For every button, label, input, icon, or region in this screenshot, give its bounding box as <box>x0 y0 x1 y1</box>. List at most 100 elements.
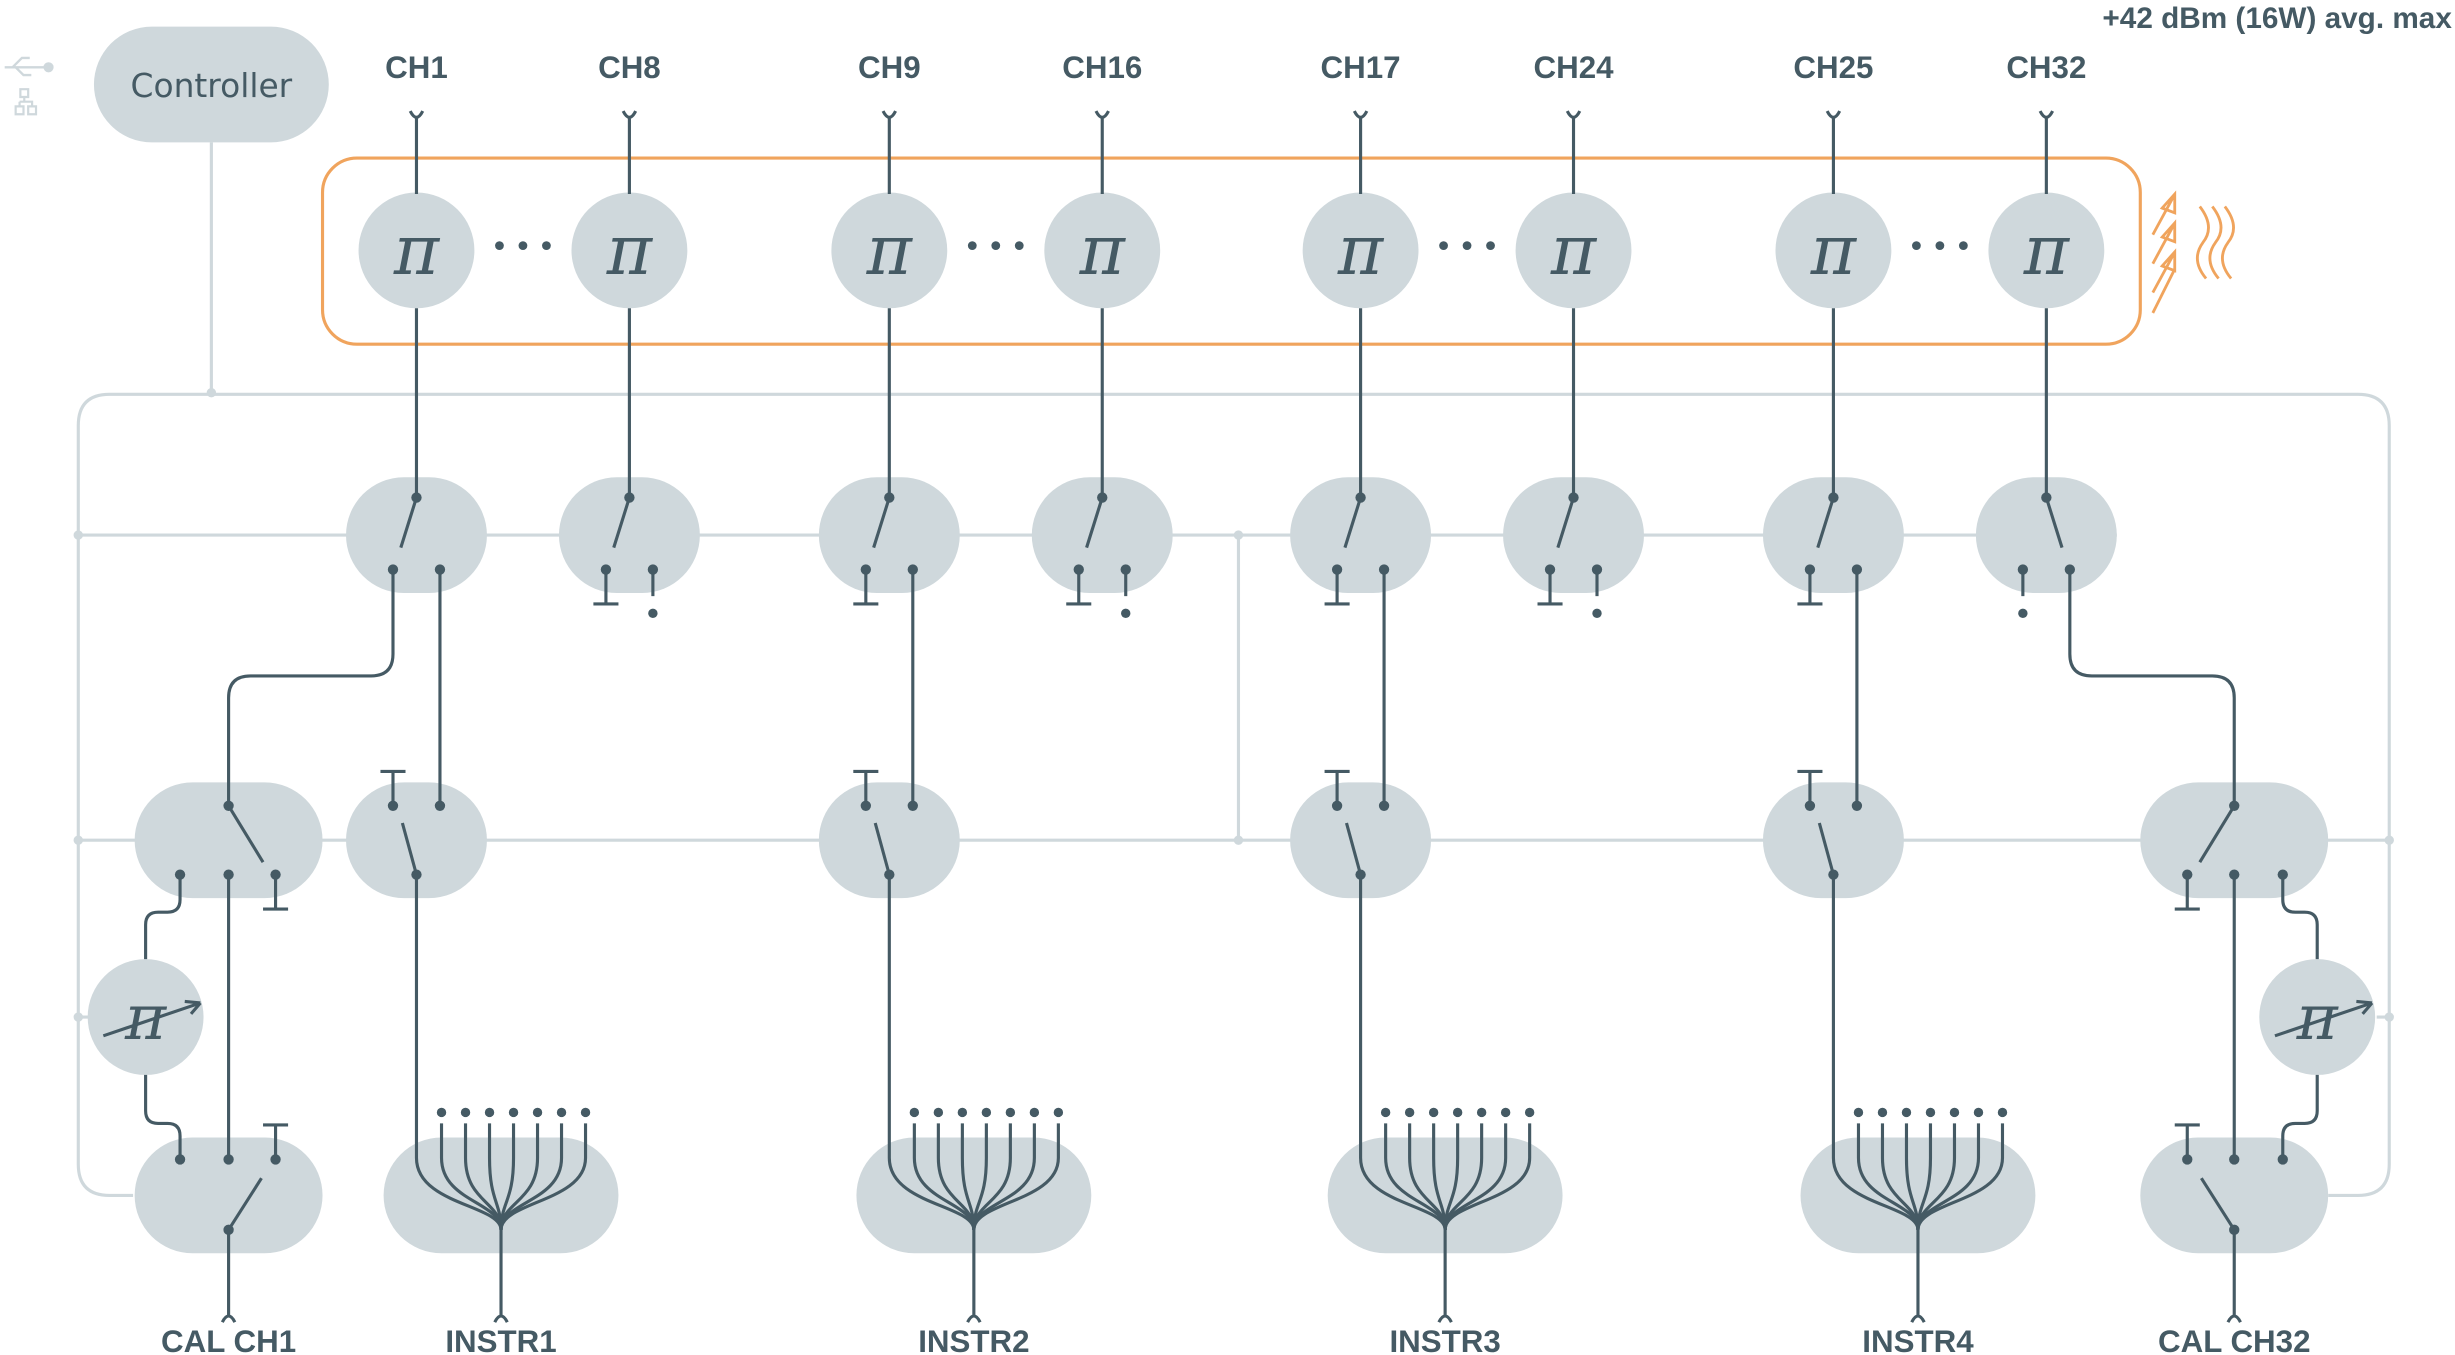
ground-termination-icon <box>2174 1123 2200 1160</box>
cal-feed-line <box>2068 569 2236 806</box>
switch-arm <box>227 1177 263 1231</box>
switch-arm <box>2200 1177 2236 1231</box>
splitter-port-dot <box>1877 1107 1888 1118</box>
phase-shifter-block <box>1044 192 1161 309</box>
switch-arm <box>612 497 631 549</box>
ground-termination-icon <box>853 769 879 806</box>
usb-icon-path <box>4 56 47 77</box>
channel-connector <box>881 110 897 195</box>
channel-connector <box>1825 110 1842 195</box>
bus-junction <box>2384 835 2394 845</box>
channel-connector <box>1565 110 1582 195</box>
channel-connector <box>1352 110 1369 195</box>
splitter-port-dot <box>933 1107 944 1118</box>
channel-switch-block <box>346 477 487 594</box>
ground-termination-icon <box>1537 569 1563 606</box>
phase-shifter-block <box>831 192 948 309</box>
switch-arm <box>227 804 265 863</box>
instrument-label: INSTR2 <box>918 1324 1029 1355</box>
heat-wave <box>2221 205 2235 280</box>
variable-arrow-icon <box>2274 999 2374 1038</box>
switch-arm <box>1085 497 1104 549</box>
cal-connector <box>220 1229 237 1323</box>
instrument-switch-block <box>346 782 487 899</box>
heat-arrow <box>2151 219 2177 265</box>
ellipsis-dot <box>967 241 977 251</box>
channel-6 <box>1556 110 1582 549</box>
switch-arm <box>1556 497 1576 549</box>
splitter-port-dot <box>1973 1107 1984 1118</box>
cal-attenuator-line <box>2281 874 2319 960</box>
instrument-switch-block <box>818 782 960 899</box>
signal-lines <box>102 110 2374 1323</box>
bus-junction <box>206 388 217 398</box>
network-icon-path <box>14 88 38 116</box>
channel-switch-block <box>558 477 700 594</box>
contact-dot <box>434 800 446 811</box>
usb-icon-dot <box>43 62 54 73</box>
splitter-port-dot <box>1925 1107 1936 1118</box>
splitter-tine <box>499 1123 588 1231</box>
channel-1 <box>399 110 442 806</box>
ground-termination-icon <box>1797 769 1823 806</box>
contact-dot <box>1828 492 1839 503</box>
cal-switch-block <box>2140 782 2329 899</box>
contact-dot <box>1378 800 1390 811</box>
controller-label: Controller <box>131 66 293 105</box>
cal-attenuator-line <box>144 1074 182 1160</box>
splitter-tine <box>1831 874 1920 1231</box>
phase-shifter-icon: π <box>1550 211 1598 291</box>
splitter-port-dot <box>1452 1107 1463 1118</box>
load-termination-icon <box>1592 608 1602 619</box>
channel-7 <box>1816 110 1859 806</box>
splitter-tine <box>1916 1123 2005 1231</box>
splitter-port-dot <box>1500 1107 1511 1118</box>
splitter-tine <box>887 874 976 1231</box>
contact-dot <box>174 1154 186 1165</box>
ellipsis-dot <box>1935 241 1945 251</box>
cal-feed-line <box>227 569 395 806</box>
splitter-port-dot <box>1949 1107 1960 1118</box>
ground-termination-icon <box>1324 569 1350 606</box>
splitter-tine <box>972 1123 1060 1231</box>
cal-output-label: CAL CH32 <box>2158 1324 2311 1355</box>
channel-8 <box>2038 110 2064 549</box>
phase-shifter-icon: π <box>1079 211 1127 291</box>
splitter-port-dot <box>1476 1107 1487 1118</box>
contact-dot <box>411 492 422 503</box>
cal-output-label: CAL CH1 <box>161 1324 296 1355</box>
splitter-port-dot <box>1428 1107 1439 1118</box>
splitter-tine <box>1443 1123 1532 1231</box>
channel-label: CH32 <box>2006 50 2086 85</box>
instrument-connector <box>493 1229 509 1323</box>
contact-dot <box>1355 492 1366 503</box>
channel-switch-block <box>1031 477 1173 594</box>
contact-dot <box>223 1154 234 1165</box>
splitter-port-dot <box>532 1107 543 1118</box>
variable-arrow-icon <box>102 999 202 1038</box>
channel-4 <box>1085 110 1110 549</box>
splitter-port-dot <box>981 1107 992 1118</box>
splitter-port-dot <box>1997 1107 2008 1118</box>
switch-arm <box>1344 822 1363 876</box>
channel-5 <box>1343 110 1386 806</box>
contact-dot <box>1851 800 1863 811</box>
load-termination-icon <box>1121 608 1131 619</box>
instrument-connector <box>1437 1229 1453 1323</box>
switch-arm <box>399 497 418 549</box>
channel-label: CH16 <box>1062 50 1142 85</box>
ground-termination-icon <box>853 569 879 606</box>
switch-arm <box>2044 497 2064 549</box>
phase-shifter-block <box>1302 192 1419 309</box>
controller-block <box>93 26 329 143</box>
ellipsis-dot <box>1439 241 1448 251</box>
phase-shifter-icon: π <box>1810 211 1858 291</box>
ellipsis-dot <box>1912 241 1921 251</box>
phase-shifter-block <box>358 192 475 309</box>
instrument-label: INSTR3 <box>1389 1324 1500 1355</box>
ground-termination-icon <box>263 874 289 911</box>
phase-shifter-icon: π <box>866 211 914 291</box>
switch-arm <box>1816 497 1835 549</box>
usb-icon <box>4 56 54 77</box>
phase-shifter-icon: π <box>2023 211 2071 291</box>
